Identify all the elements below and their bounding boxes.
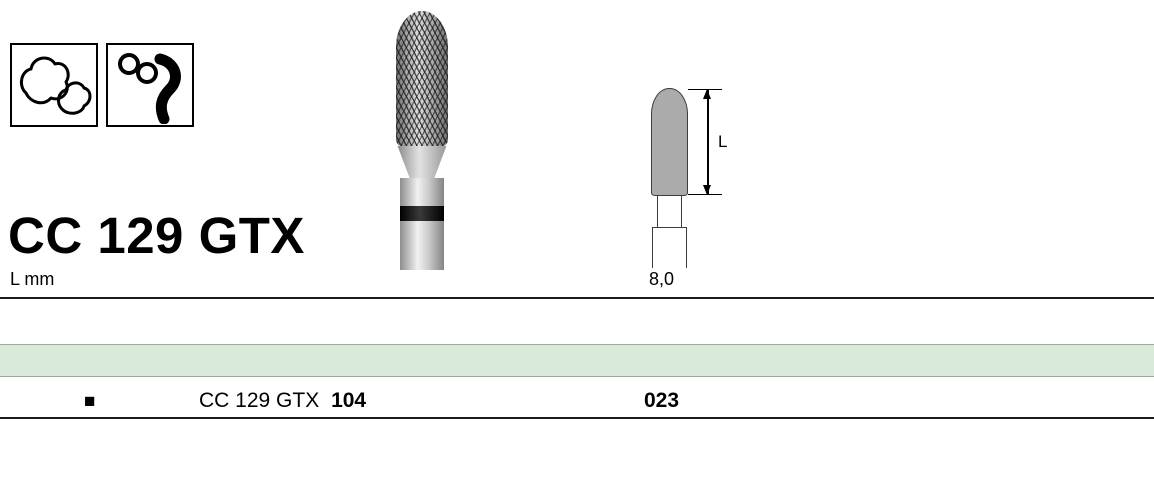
length-unit-label: L mm <box>10 269 55 289</box>
diagram-head-shape <box>651 88 688 196</box>
length-value: 8,0 <box>649 269 675 289</box>
bur-black-ring <box>400 206 444 221</box>
bur-head-cutting-part <box>396 11 448 147</box>
product-number: 104 <box>331 389 367 412</box>
indication-box-prosthetics <box>10 43 98 127</box>
dimension-arrow-line <box>707 90 709 194</box>
product-size: 023 <box>644 389 680 412</box>
green-highlight-band <box>0 344 1154 377</box>
product-title: CC 129 GTX <box>8 207 305 264</box>
divider-line-top <box>0 297 1154 299</box>
dimension-symbol: L <box>718 132 728 151</box>
bur-neck <box>397 146 447 179</box>
arrowhead-down-icon <box>703 185 711 195</box>
arrowhead-up-icon <box>703 89 711 99</box>
product-name: CC 129 GTX <box>199 389 320 412</box>
diagram-shank-outline <box>652 227 687 268</box>
indication-box-clasp <box>106 43 194 127</box>
product-designation: CC 129 GTX 104 <box>199 389 366 413</box>
diagram-neck-outline <box>657 196 682 227</box>
crown-prosthetics-icon <box>19 56 92 115</box>
divider-line-bottom <box>0 417 1154 419</box>
clasp-icon <box>118 53 181 124</box>
bur-shank <box>400 178 444 270</box>
product-marker-square: ■ <box>84 391 96 412</box>
